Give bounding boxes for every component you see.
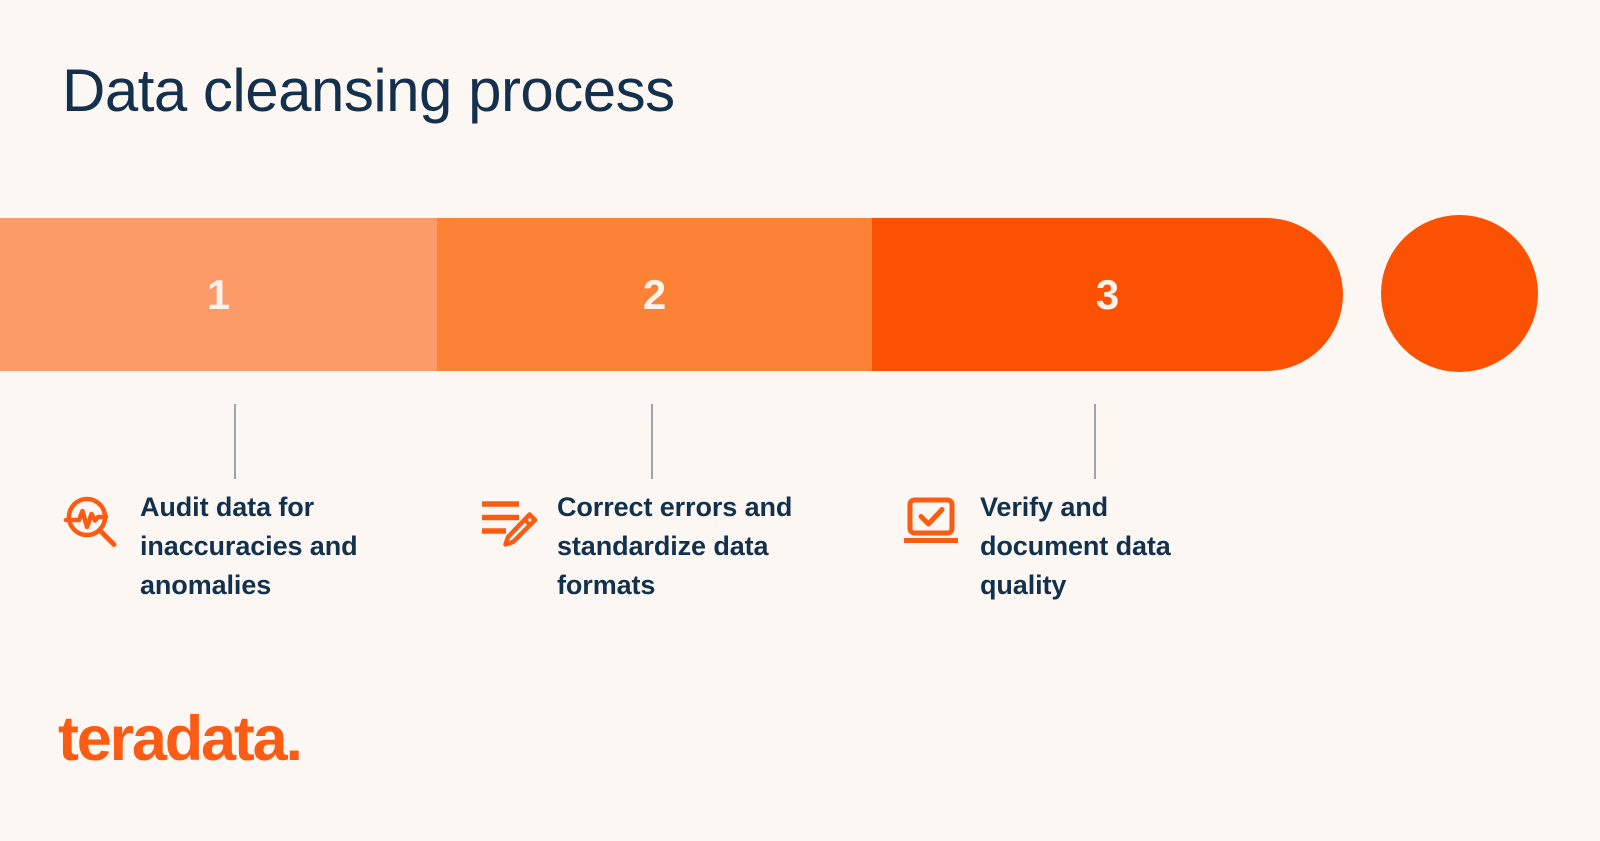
- step-caption-2: Correct errors and standardize data form…: [557, 492, 793, 601]
- process-progress-bar: 1 2 3: [0, 218, 1343, 371]
- connector-line-2: [651, 404, 653, 479]
- edit-list-pencil-icon: [477, 490, 539, 552]
- process-step-3: Verify and document data quality: [900, 488, 1230, 605]
- page-title: Data cleansing process: [62, 57, 675, 124]
- magnifier-pulse-icon: [60, 490, 122, 552]
- segment-number-1: 1: [206, 270, 231, 318]
- process-step-1: Audit data for inaccuracies and anomalie…: [60, 488, 390, 605]
- monitor-checkmark-icon: [900, 490, 962, 552]
- progress-end-circle-marker: [1381, 215, 1538, 372]
- connector-line-1: [234, 404, 236, 479]
- teradata-logo: teradata.: [58, 704, 303, 774]
- segment-number-3: 3: [1095, 270, 1120, 318]
- step-caption-3: Verify and document data quality: [980, 492, 1171, 601]
- step-caption-1: Audit data for inaccuracies and anomalie…: [140, 492, 358, 601]
- progress-segment-1: 1: [0, 218, 437, 371]
- progress-segment-2: 2: [437, 218, 872, 371]
- segment-number-2: 2: [642, 270, 667, 318]
- process-step-2: Correct errors and standardize data form…: [477, 488, 827, 605]
- progress-segment-3: 3: [872, 218, 1343, 371]
- connector-line-3: [1094, 404, 1096, 479]
